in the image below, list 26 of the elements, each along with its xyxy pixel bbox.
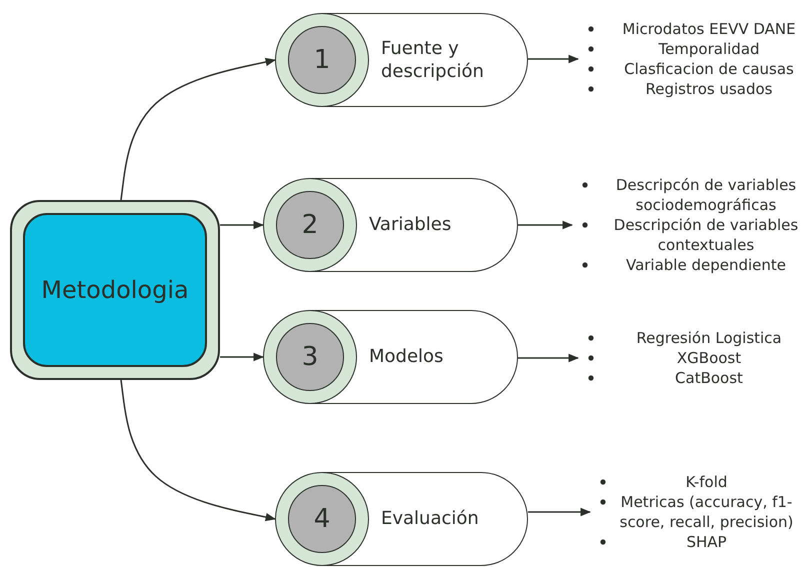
arrow — [120, 58, 276, 200]
list-item: Descripcón de variables sociodemográficas — [572, 175, 812, 215]
list-item: Clasficacion de causas — [578, 59, 812, 79]
list-item: Registros usados — [578, 79, 812, 99]
list-item: XGBoost — [578, 348, 812, 368]
list-item: Descripción de variables contextuales — [572, 215, 812, 255]
step-title: Modelos — [369, 345, 444, 369]
list-item: K-fold — [590, 472, 795, 492]
arrow — [528, 508, 592, 516]
step-title: Fuente y descripción — [381, 36, 485, 84]
list-item: Microdatos EEVV DANE — [578, 19, 812, 39]
arrow — [220, 220, 264, 230]
arrow — [220, 352, 264, 362]
arrow — [528, 54, 580, 64]
list-item: SHAP — [590, 532, 795, 552]
list-item: Regresión Logistica — [578, 328, 812, 348]
step-title: Evaluación — [381, 507, 479, 531]
list-item: Temporalidad — [578, 39, 812, 59]
arrow — [518, 354, 580, 362]
list-item: CatBoost — [578, 368, 812, 388]
methodology-title: Metodologia — [23, 213, 207, 367]
arrow — [518, 220, 574, 230]
list-item: Metricas (accuracy, f1-score, recall, precision) — [590, 492, 795, 532]
step-title: Variables — [369, 213, 452, 237]
list-item: Variable dependiente — [572, 255, 812, 275]
arrow — [120, 380, 276, 522]
